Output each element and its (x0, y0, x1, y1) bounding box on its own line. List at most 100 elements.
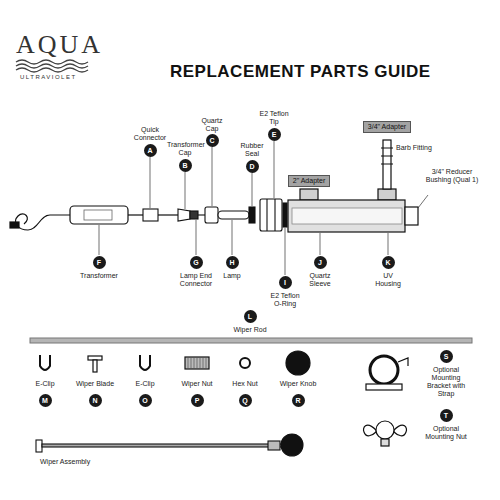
lamp-parts-part (266, 199, 267, 231)
wiper-assembly-part (268, 441, 280, 450)
transformer-part (84, 210, 112, 220)
part-name: E2 Teflon O-Ring (268, 292, 302, 308)
callout-letter-text: N (89, 394, 102, 407)
tag-text: 3/4" Adapter (368, 123, 406, 131)
mounting-bracket-part (366, 384, 402, 390)
callout-letter-text: L (244, 310, 257, 323)
uv-housing-part (378, 189, 396, 200)
part-name: Hex Nut (232, 380, 257, 388)
wiper-parts (40, 351, 310, 375)
wiper-parts-part (140, 355, 150, 370)
callout-letter: K (382, 256, 395, 269)
wiper-parts-part-part (197, 357, 198, 369)
callout-letter-text: H (226, 256, 239, 269)
mounting-nut-part (376, 421, 394, 439)
wiper-rod-part (30, 338, 472, 343)
wiper-assembly-part (281, 434, 303, 456)
callout-letter: R (292, 394, 305, 407)
callout-letter: S (440, 350, 453, 363)
part-name: UV Housing (373, 272, 403, 288)
part-name: Transformer (80, 272, 118, 280)
mounting-nut-part (394, 425, 407, 436)
wiper-assembly-part (42, 444, 282, 447)
power-cord-part (128, 214, 143, 215)
lamp-parts-part (198, 214, 205, 215)
part-name: Wiper Knob (280, 380, 317, 388)
lamp-parts-part (274, 199, 275, 231)
part-name: Quick Connector (130, 126, 170, 142)
mounting-bracket-part (370, 356, 398, 384)
callout-letter: O (139, 394, 152, 407)
wiper-parts-part (40, 355, 50, 370)
logo-waves-part (16, 64, 88, 68)
leader-lines-part (320, 233, 321, 255)
callout-letter-text: J (314, 256, 327, 269)
wiper-assembly-part (36, 440, 42, 452)
callout-letter: E (268, 128, 281, 141)
part-name: E2 Teflon Tip (258, 110, 290, 126)
part-name: Optional Mounting Nut (422, 425, 470, 441)
brand-name: AQUA (16, 32, 103, 58)
leader-lines-part (196, 220, 197, 255)
brand-subtitle: ULTRAVIOLET (20, 74, 77, 81)
leader-lines-part (185, 172, 186, 209)
callout-letter: I (279, 276, 292, 289)
page-title: REPLACEMENT PARTS GUIDE (170, 62, 431, 82)
part-name: E-Clip (35, 380, 54, 388)
callout-letter-text: S (440, 350, 453, 363)
wiper-parts-part-part (200, 357, 201, 369)
callout-letter: C (206, 134, 219, 147)
leader-lines-part (285, 228, 286, 275)
lamp-parts (143, 199, 287, 231)
logo-waves-part (16, 60, 88, 64)
part-name: Barb Fitting (396, 144, 432, 152)
callout-letter-text: P (191, 394, 204, 407)
part-name: Rubber Seal (237, 142, 267, 158)
wiper-parts-part-part (203, 357, 204, 369)
power-cord-part (158, 214, 178, 215)
callout-letter-text: C (206, 134, 219, 147)
wiper-parts-part (286, 351, 310, 375)
mounting-bracket (366, 356, 408, 390)
lamp-parts-part (143, 209, 158, 221)
callout-letter-text: B (179, 159, 192, 172)
callout-letter: P (191, 394, 204, 407)
part-name: Quartz Sleeve (305, 272, 335, 288)
mounting-nut (364, 421, 407, 446)
callout-letter-text: T (440, 409, 453, 422)
uv-housing-part (300, 189, 318, 200)
lamp-parts-part (190, 211, 198, 219)
callout-letter-text: G (190, 256, 203, 269)
wiper-parts-part (93, 360, 97, 372)
callout-letter: J (314, 256, 327, 269)
callout-letter-text: D (246, 160, 259, 173)
lamp-parts-part (260, 199, 282, 231)
callout-letter: B (179, 159, 192, 172)
callout-letter: A (144, 144, 157, 157)
callout-letter: G (190, 256, 203, 269)
callout-letter-text: M (39, 394, 52, 407)
mounting-nut-part (381, 439, 389, 446)
wiper-parts-part (188, 357, 206, 369)
callout-letter: T (440, 409, 453, 422)
wiper-assembly (36, 434, 303, 456)
transformer-part (70, 206, 128, 224)
lamp-parts-part (218, 211, 249, 219)
adapter-tag: 2" Adapter (288, 175, 330, 187)
callout-letter: H (226, 256, 239, 269)
part-name: Lamp End Connector (178, 272, 214, 288)
callout-letter: L (244, 310, 257, 323)
uv-housing-part (381, 148, 393, 164)
callout-letter: D (246, 160, 259, 173)
wiper-parts-part-part (191, 357, 192, 369)
callout-letter-text: E (268, 128, 281, 141)
part-name: 3/4" Reducer Bushing (Qual 1) (423, 168, 481, 184)
lamp-parts-part (283, 203, 287, 227)
adapter-tag: 3/4" Adapter (363, 121, 411, 133)
wiper-parts-part (185, 357, 209, 369)
lamp-parts-part (249, 207, 255, 223)
leader-lines-part (388, 233, 389, 255)
callout-letter-text: A (144, 144, 157, 157)
part-name: Transformer Cap (167, 141, 203, 157)
